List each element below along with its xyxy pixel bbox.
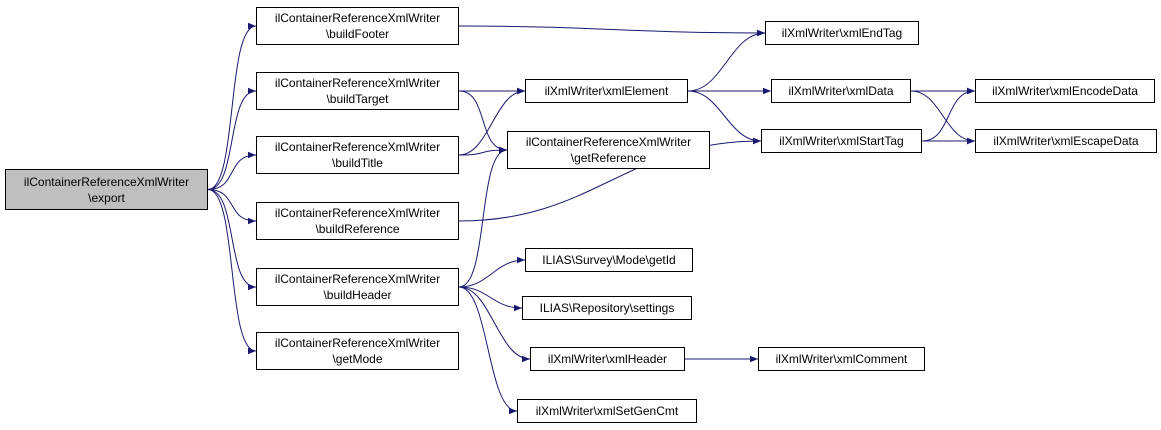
node-label-line: ilXmlWriter\xmlEndTag — [781, 26, 903, 40]
node-label-line: ilXmlWriter\xmlEscapeData — [993, 134, 1139, 148]
node-xml-end-tag[interactable]: ilXmlWriter\xmlEndTag — [765, 21, 919, 45]
node-label-line: \getReference — [570, 151, 647, 165]
edge-xmlElement-to-xmlEndTag — [687, 29, 766, 92]
node-xml-encode-data[interactable]: ilXmlWriter\xmlEncodeData — [975, 79, 1155, 103]
node-build-title[interactable]: ilContainerReferenceXmlWriter \buildTitle — [256, 136, 459, 174]
edge-buildHeader-to-settings — [458, 286, 523, 312]
node-build-header[interactable]: ilContainerReferenceXmlWriter \buildHeade… — [256, 268, 459, 306]
edge-export-to-buildTarget — [207, 87, 257, 190]
node-xml-start-tag[interactable]: ilXmlWriter\xmlStartTag — [761, 129, 922, 153]
node-label-line: ilXmlWriter\xmlStartTag — [779, 134, 904, 148]
node-export[interactable]: ilContainerReferenceXmlWriter\export — [5, 169, 208, 210]
node-label-line: ilXmlWriter\xmlHeader — [547, 352, 668, 366]
node-label-line: \export — [88, 190, 125, 205]
node-label-line: \buildTitle — [332, 156, 383, 170]
node-label-line: \buildTarget — [326, 92, 389, 106]
edge-export-to-getMode — [207, 189, 257, 355]
node-label-line: ilContainerReferenceXmlWriter — [23, 174, 190, 189]
edge-buildReference-to-xmlStartTag — [458, 137, 762, 222]
edge-export-to-buildReference — [207, 189, 257, 225]
edge-buildTarget-to-getReference — [458, 90, 508, 154]
edge-export-to-buildHeader — [207, 189, 257, 291]
node-label-line: ilContainerReferenceXmlWriter — [274, 76, 441, 90]
node-get-reference[interactable]: ilContainerReferenceXmlWriter \getReferen… — [507, 131, 710, 169]
node-build-reference[interactable]: ilContainerReferenceXmlWriter \buildRefer… — [256, 202, 459, 240]
node-label-line: ilContainerReferenceXmlWriter — [274, 11, 441, 25]
node-xml-header[interactable]: ilXmlWriter\xmlHeader — [530, 347, 685, 371]
node-label-line: \buildHeader — [323, 288, 392, 302]
node-build-footer[interactable]: ilContainerReferenceXmlWriter \buildFoote… — [256, 7, 459, 45]
node-label-line: ilXmlWriter\xmlElement — [544, 84, 669, 98]
node-label-line: \buildReference — [315, 222, 400, 236]
node-label-line: ilXmlWriter\xmlComment — [775, 352, 908, 366]
node-label-line: \getMode — [332, 352, 383, 366]
node-settings[interactable]: ILIAS\Repository\settings — [522, 296, 692, 320]
edge-buildHeader-to-xmlSetGenCmt — [458, 286, 518, 415]
edge-buildTitle-to-getReference — [458, 146, 508, 156]
edge-xmlData-to-xmlEscapeData — [910, 90, 976, 145]
node-build-target[interactable]: ilContainerReferenceXmlWriter \buildTarge… — [256, 72, 459, 110]
node-xml-data[interactable]: ilXmlWriter\xmlData — [771, 79, 911, 103]
edge-export-to-buildTitle — [207, 151, 257, 190]
node-xml-comment[interactable]: ilXmlWriter\xmlComment — [758, 347, 925, 371]
node-label-line: ilContainerReferenceXmlWriter — [525, 135, 692, 149]
node-get-mode[interactable]: ilContainerReferenceXmlWriter \getMode — [256, 332, 459, 370]
edge-export-to-buildFooter — [207, 22, 257, 190]
node-label-line: ilContainerReferenceXmlWriter — [274, 272, 441, 286]
node-label-line: ilContainerReferenceXmlWriter — [274, 206, 441, 220]
edge-buildFooter-to-xmlEndTag — [458, 25, 766, 37]
node-label-line: ilXmlWriter\xmlData — [788, 84, 894, 98]
edge-buildHeader-to-getId — [458, 256, 526, 288]
edge-xmlStartTag-to-xmlEncodeData — [921, 87, 976, 142]
edge-xmlElement-to-xmlStartTag — [687, 90, 762, 145]
node-xml-escape-data[interactable]: ilXmlWriter\xmlEscapeData — [975, 129, 1157, 153]
node-label-line: ilContainerReferenceXmlWriter — [274, 140, 441, 154]
node-xml-element[interactable]: ilXmlWriter\xmlElement — [525, 79, 688, 103]
node-label-line: ILIAS\Survey\Mode\getId — [542, 253, 676, 267]
node-label-line: ilContainerReferenceXmlWriter — [274, 336, 441, 350]
node-label-line: \buildFooter — [325, 27, 390, 41]
node-label-line: ilXmlWriter\xmlEncodeData — [992, 84, 1138, 98]
edge-buildHeader-to-getReference — [458, 146, 508, 288]
node-get-id[interactable]: ILIAS\Survey\Mode\getId — [525, 248, 693, 272]
node-label-line: ILIAS\Repository\settings — [539, 301, 675, 315]
node-label-line: ilXmlWriter\xmlSetGenCmt — [535, 404, 679, 418]
node-xml-set-gen-cmt[interactable]: ilXmlWriter\xmlSetGenCmt — [517, 399, 697, 423]
edge-buildTitle-to-xmlElement — [458, 87, 526, 156]
edge-buildHeader-to-xmlHeader — [458, 286, 531, 363]
